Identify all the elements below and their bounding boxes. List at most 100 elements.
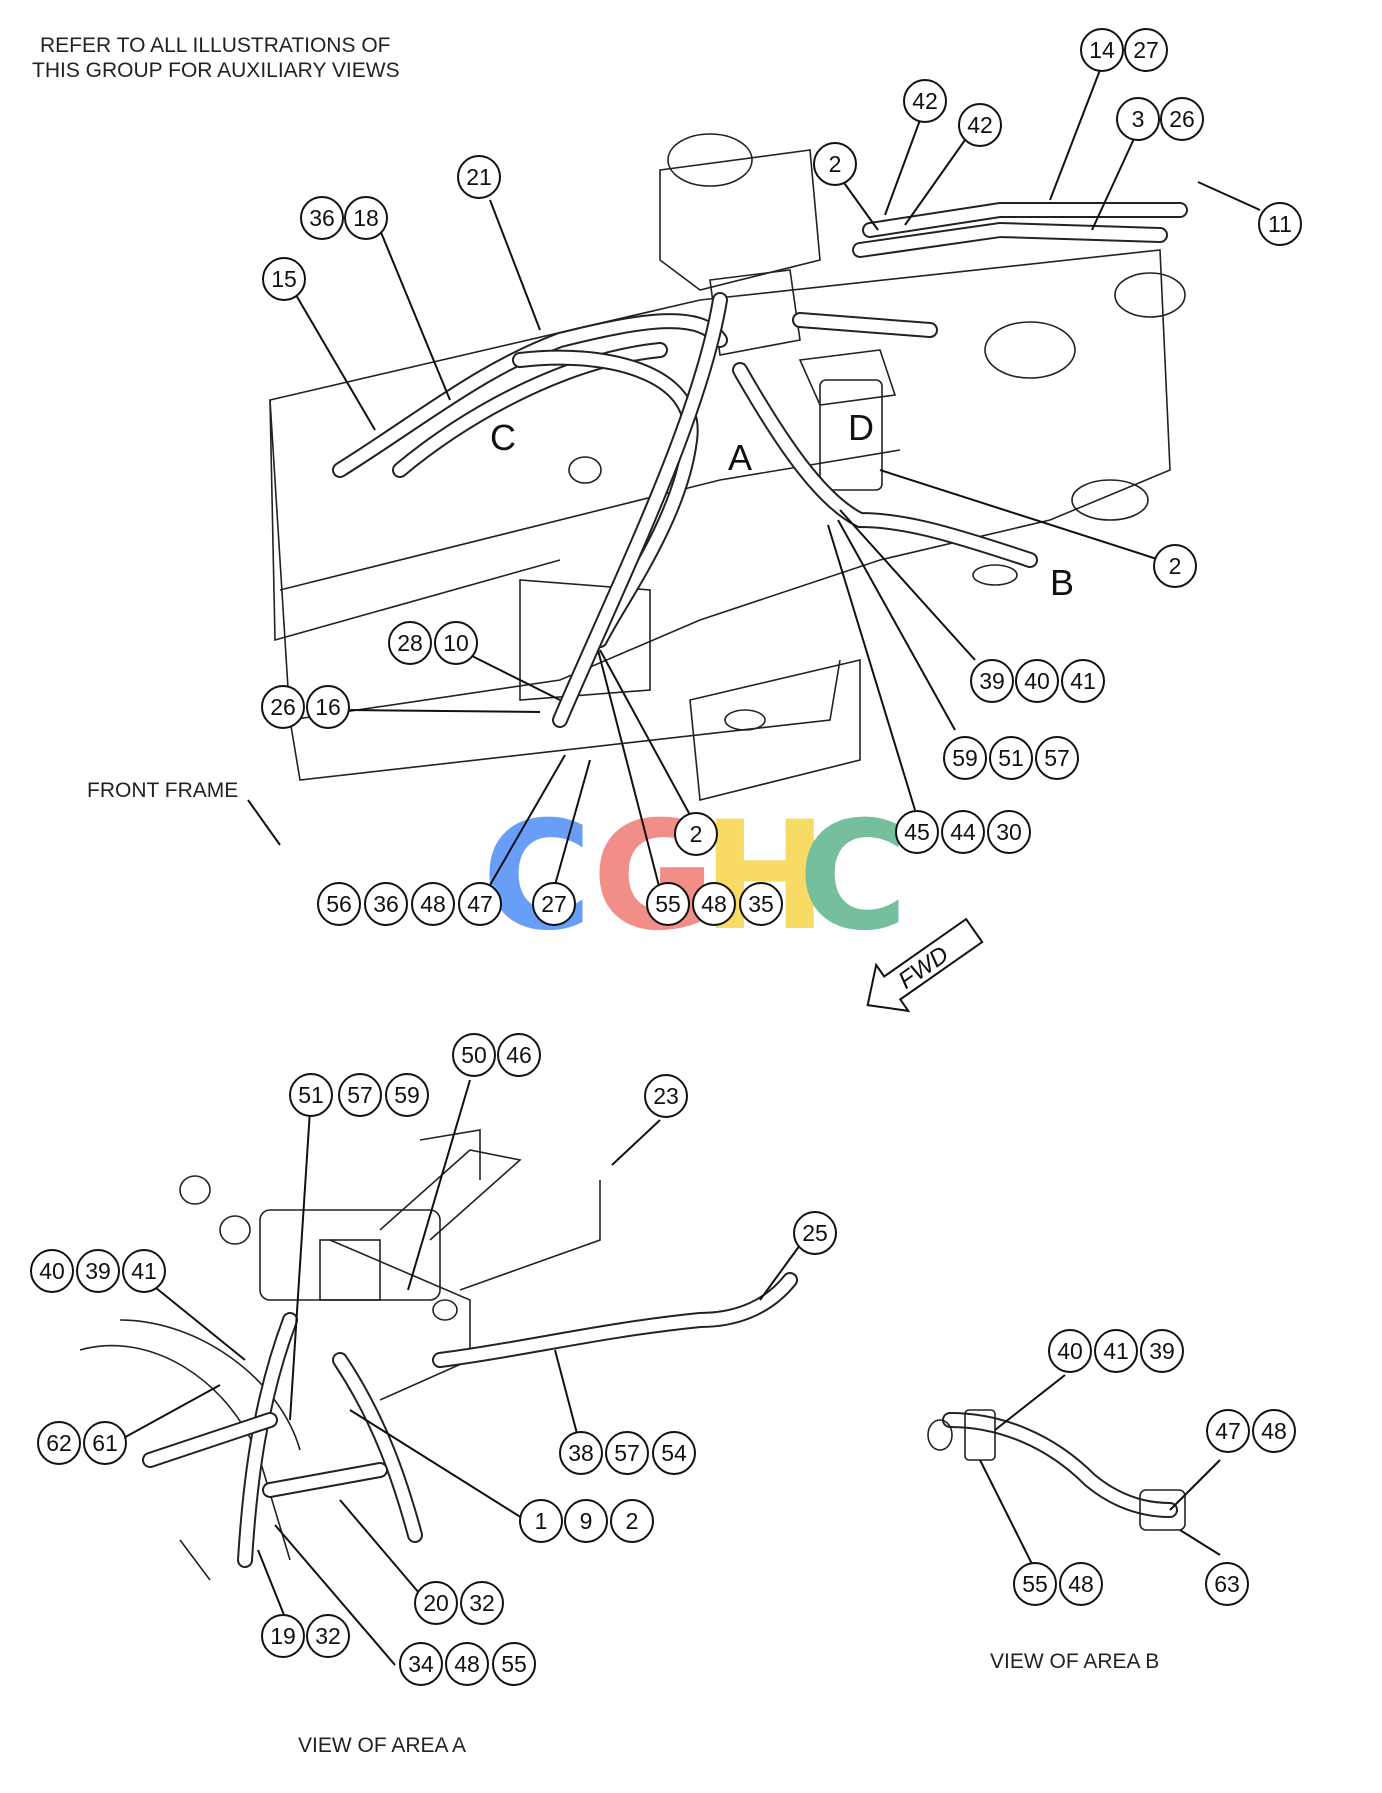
callout-c21: 51 57 59 — [289, 1073, 429, 1117]
callout-bubble: 39 — [1140, 1329, 1184, 1373]
callout-number: 34 — [408, 1651, 434, 1677]
callout-bubble: 39 — [76, 1249, 120, 1293]
callout-c25: 62 61 — [37, 1421, 127, 1465]
callout-number: 41 — [131, 1258, 157, 1284]
callout-bubble: 39 — [970, 659, 1014, 703]
callout-number: 39 — [979, 668, 1005, 694]
callout-number: 32 — [315, 1623, 341, 1649]
callout-number: 48 — [420, 891, 446, 917]
callout-number: 26 — [1169, 106, 1195, 132]
callout-number: 11 — [1268, 211, 1292, 237]
callout-bubble: 40 — [1048, 1329, 1092, 1373]
callout-bubble: 14 — [1080, 28, 1124, 72]
callout-number: 48 — [1068, 1571, 1094, 1597]
callout-number: 59 — [952, 745, 978, 771]
callout-bubble: 45 — [895, 810, 939, 854]
callout-number: 25 — [802, 1220, 828, 1246]
callout-number: 55 — [501, 1651, 527, 1677]
callout-bubble: 57 — [605, 1431, 649, 1475]
callout-number: 54 — [661, 1440, 687, 1466]
callout-bubble: 57 — [338, 1073, 382, 1117]
callout-number: 20 — [423, 1590, 449, 1616]
callout-number: 45 — [904, 819, 930, 845]
callout-bubble: 48 — [692, 882, 736, 926]
callout-number: 18 — [353, 205, 379, 231]
callout-c17: 56 36 48 47 — [317, 882, 502, 926]
callout-bubble: 63 — [1205, 1562, 1249, 1606]
callout-bubble: 59 — [385, 1073, 429, 1117]
note-line-2: THIS GROUP FOR AUXILIARY VIEWS — [32, 59, 400, 82]
callout-bubble: 48 — [445, 1642, 489, 1686]
callout-number: 16 — [315, 694, 341, 720]
callout-c28: 20 32 — [414, 1581, 504, 1625]
callout-c30: 34 48 55 — [399, 1642, 536, 1686]
area-letter-a: A — [728, 437, 752, 478]
callout-c29: 19 32 — [261, 1614, 350, 1658]
callout-bubble: 23 — [644, 1074, 688, 1118]
callout-bubble: 38 — [559, 1431, 603, 1475]
callout-bubble: 26 — [261, 685, 305, 729]
callout-number: 46 — [506, 1042, 532, 1068]
callout-number: 36 — [373, 891, 399, 917]
watermark-letter-3: H — [702, 790, 828, 964]
callout-bubble: 56 — [317, 882, 361, 926]
callout-c20: 50 46 — [452, 1033, 541, 1077]
callout-number: 28 — [397, 630, 423, 656]
callout-c27: 1 9 2 — [519, 1499, 654, 1543]
callout-bubble: 35 — [739, 882, 783, 926]
callout-number: 35 — [748, 891, 774, 917]
callout-number: 59 — [394, 1082, 420, 1108]
callout-number: 30 — [996, 819, 1022, 845]
callout-number: 55 — [1022, 1571, 1048, 1597]
callout-bubble: 59 — [943, 736, 987, 780]
callout-bubble: 32 — [460, 1581, 504, 1625]
callout-bubble: 48 — [1252, 1409, 1296, 1453]
callout-c16: 2 — [674, 812, 718, 856]
callout-bubble: 21 — [457, 155, 501, 199]
callout-number: 55 — [655, 891, 681, 917]
callout-number: 21 — [466, 164, 492, 190]
callout-number: 23 — [653, 1083, 679, 1109]
callout-bubble: 55 — [492, 1642, 536, 1686]
callout-number: 63 — [1214, 1571, 1240, 1597]
callout-number: 41 — [1103, 1338, 1129, 1364]
callout-c10: 2 — [1153, 544, 1197, 588]
callout-bubble: 47 — [458, 882, 502, 926]
leader-lines — [119, 69, 1261, 1666]
callout-bubble: 32 — [306, 1614, 350, 1658]
callout-number: 56 — [326, 891, 352, 917]
callout-c24: 40 39 41 — [30, 1249, 166, 1293]
callout-c1: 14 27 — [1080, 28, 1168, 72]
callout-bubble: 36 — [300, 196, 344, 240]
callout-bubble: 30 — [987, 810, 1031, 854]
callout-number: 47 — [1215, 1418, 1241, 1444]
callout-bubble: 26 — [1160, 97, 1204, 141]
callout-number: 2 — [690, 821, 703, 847]
callout-number: 2 — [829, 151, 842, 177]
callout-number: 62 — [46, 1430, 72, 1456]
callout-c26: 38 57 54 — [559, 1431, 696, 1475]
callout-number: 15 — [271, 266, 297, 292]
callout-number: 61 — [92, 1430, 118, 1456]
callout-number: 27 — [541, 891, 567, 917]
callout-bubble: 55 — [646, 882, 690, 926]
callout-number: 41 — [1070, 668, 1096, 694]
callout-number: 3 — [1132, 106, 1145, 132]
callout-bubble: 48 — [411, 882, 455, 926]
callout-bubble: 25 — [793, 1211, 837, 1255]
callout-bubble: 2 — [674, 812, 718, 856]
callout-c2: 3 26 — [1116, 97, 1204, 141]
area-letter-b: B — [1050, 562, 1074, 603]
view-area-b-label: VIEW OF AREA B — [990, 1650, 1159, 1673]
callout-bubble: 44 — [941, 810, 985, 854]
callout-bubble: 2 — [813, 142, 857, 186]
callout-number: 48 — [1261, 1418, 1287, 1444]
callout-bubble: 57 — [1035, 736, 1079, 780]
callout-number: 32 — [469, 1590, 495, 1616]
callout-bubble: 15 — [262, 257, 306, 301]
callout-c22: 23 — [644, 1074, 688, 1118]
callout-number: 1 — [535, 1508, 548, 1534]
callout-number: 48 — [701, 891, 727, 917]
area-letter-d: D — [848, 407, 874, 448]
